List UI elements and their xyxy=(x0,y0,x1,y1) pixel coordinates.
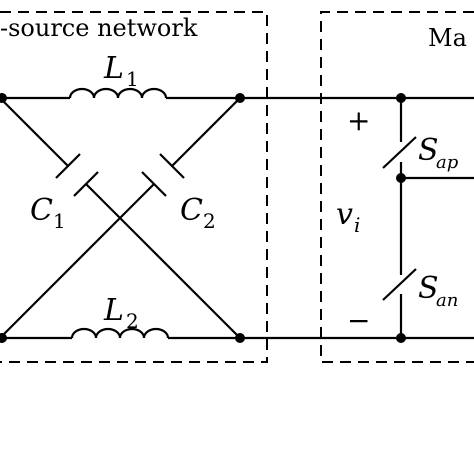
main-circuit-box xyxy=(320,11,474,363)
junction-dot xyxy=(0,333,7,343)
svg-text:ap: ap xyxy=(436,152,459,173)
capacitor-c1-wire-a xyxy=(0,97,69,167)
svg-text:v: v xyxy=(336,197,353,232)
inductor-l2 xyxy=(70,327,170,339)
label-c1: C 1 xyxy=(30,193,66,233)
plus-sign: + xyxy=(347,104,370,137)
svg-text:an: an xyxy=(436,290,458,311)
main-circuit-title: Ma xyxy=(428,24,467,52)
svg-text:S: S xyxy=(418,271,439,306)
svg-text:1: 1 xyxy=(126,67,139,91)
source-network-box xyxy=(0,11,268,363)
label-san: S an xyxy=(418,271,458,311)
junction-dot xyxy=(0,93,7,103)
svg-text:i: i xyxy=(354,213,360,237)
switch-san-slash xyxy=(382,268,417,301)
label-c2: C 2 xyxy=(180,193,216,233)
svg-text:L: L xyxy=(103,51,124,86)
junction-dot xyxy=(396,93,406,103)
capacitor-c1-plate-a xyxy=(55,153,81,179)
junction-dot xyxy=(235,93,245,103)
junction-dot xyxy=(396,333,406,343)
capacitor-c2-wire-b xyxy=(0,183,155,339)
inductor-l1 xyxy=(68,87,168,99)
svg-text:1: 1 xyxy=(53,209,66,233)
svg-text:L: L xyxy=(103,293,124,328)
junction-dot xyxy=(396,173,406,183)
label-vi: v i xyxy=(336,197,360,237)
label-l2: L 2 xyxy=(103,293,139,333)
label-l1: L 1 xyxy=(103,51,139,91)
svg-text:2: 2 xyxy=(126,309,139,333)
svg-text:S: S xyxy=(418,133,439,168)
minus-sign: − xyxy=(347,304,370,337)
capacitor-c2-wire-a xyxy=(171,97,241,167)
switch-sap-slash xyxy=(382,136,417,169)
label-sap: S ap xyxy=(418,133,459,173)
svg-text:2: 2 xyxy=(203,209,216,233)
junction-dot xyxy=(235,333,245,343)
capacitor-c2-plate-a xyxy=(159,153,185,179)
capacitor-c2-plate-b xyxy=(141,171,167,197)
capacitor-c1-plate-b xyxy=(73,171,99,197)
svg-text:C: C xyxy=(30,193,53,228)
svg-text:C: C xyxy=(180,193,203,228)
source-network-title: -source network xyxy=(0,14,198,42)
capacitor-c1-wire-b xyxy=(85,183,241,339)
